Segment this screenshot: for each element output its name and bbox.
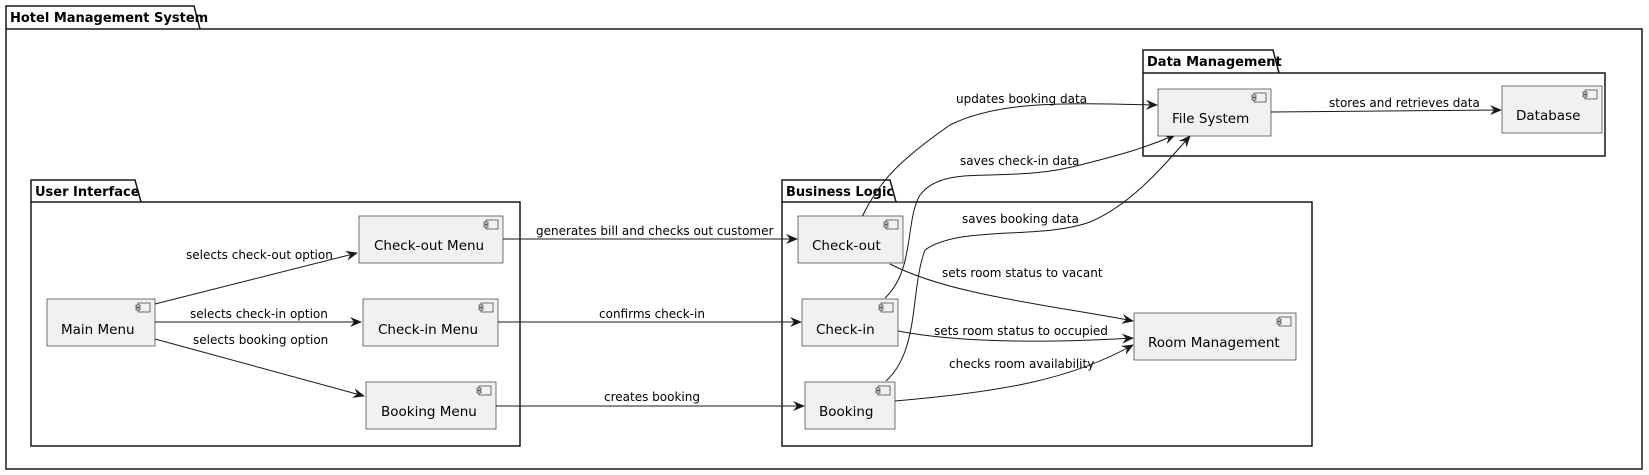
component-file-system[interactable]: File System — [1157, 88, 1272, 137]
edge-checkout-to-file-system — [861, 99, 1158, 218]
component-booking-menu[interactable]: Booking Menu — [365, 381, 497, 430]
package-user-interface: User Interface — [30, 179, 521, 447]
package-data-management: Data Management — [1142, 49, 1606, 157]
package-hotel-management-system: Hotel Management System — [5, 5, 1643, 470]
component-label-checkout: Check-out — [812, 238, 881, 254]
edge-booking-to-file-system — [885, 135, 1191, 382]
component-label-checkout-menu: Check-out Menu — [374, 238, 484, 254]
edge-label-booking-to-room-management: checks room availability — [949, 357, 1094, 371]
component-checkin-menu[interactable]: Check-in Menu — [362, 298, 499, 347]
edge-label-booking-to-file-system: saves booking data — [962, 212, 1079, 226]
edge-label-checkin-menu-to-checkin: confirms check-in — [599, 307, 705, 321]
edge-label-checkin-to-room-management: sets room status to occupied — [934, 324, 1108, 338]
component-label-room-management: Room Management — [1148, 335, 1280, 351]
package-title-system: Hotel Management System — [10, 11, 208, 26]
edge-label-file-system-to-database: stores and retrieves data — [1329, 96, 1480, 110]
edge-label-checkout-to-room-management: sets room status to vacant — [942, 266, 1103, 280]
edge-label-booking-menu-to-booking: creates booking — [604, 390, 700, 404]
edge-checkout-to-room-management — [889, 263, 1134, 324]
component-checkout-menu[interactable]: Check-out Menu — [358, 215, 504, 264]
edge-checkin-to-file-system — [884, 134, 1176, 299]
edges: selects check-out option selects check-i… — [154, 92, 1502, 411]
edge-label-checkout-to-file-system: updates booking data — [956, 92, 1087, 106]
edge-checkin-to-room-management — [897, 330, 1134, 344]
component-label-main-menu: Main Menu — [61, 322, 135, 338]
component-label-file-system: File System — [1172, 111, 1249, 127]
component-database[interactable]: Database — [1501, 85, 1603, 134]
edge-label-checkout-menu-to-checkout: generates bill and checks out customer — [536, 224, 773, 238]
edge-label-main-to-checkout-menu: selects check-out option — [186, 248, 333, 262]
edge-label-main-to-checkin-menu: selects check-in option — [190, 307, 328, 321]
component-booking[interactable]: Booking — [804, 381, 896, 430]
edge-label-main-to-booking-menu: selects booking option — [193, 333, 328, 347]
package-title-logic: Business Logic — [786, 185, 894, 200]
edge-main-to-booking-menu — [154, 338, 365, 398]
edge-file-system-to-database — [1270, 105, 1502, 116]
edge-main-to-checkout-menu — [154, 250, 358, 305]
package-business-logic: Business Logic — [781, 179, 1313, 447]
component-room-management[interactable]: Room Management — [1133, 312, 1297, 361]
package-title-ui: User Interface — [35, 185, 140, 200]
component-checkout[interactable]: Check-out — [797, 215, 904, 264]
edge-booking-to-room-management — [894, 344, 1134, 402]
component-label-booking: Booking — [819, 404, 873, 420]
component-label-database: Database — [1516, 108, 1580, 124]
component-label-checkin-menu: Check-in Menu — [378, 322, 478, 338]
component-label-booking-menu: Booking Menu — [381, 404, 477, 420]
package-title-data: Data Management — [1147, 55, 1282, 70]
component-label-checkin: Check-in — [816, 322, 875, 338]
component-checkin[interactable]: Check-in — [801, 298, 899, 347]
component-main-menu[interactable]: Main Menu — [46, 298, 156, 347]
edge-label-checkin-to-file-system: saves check-in data — [960, 154, 1079, 168]
